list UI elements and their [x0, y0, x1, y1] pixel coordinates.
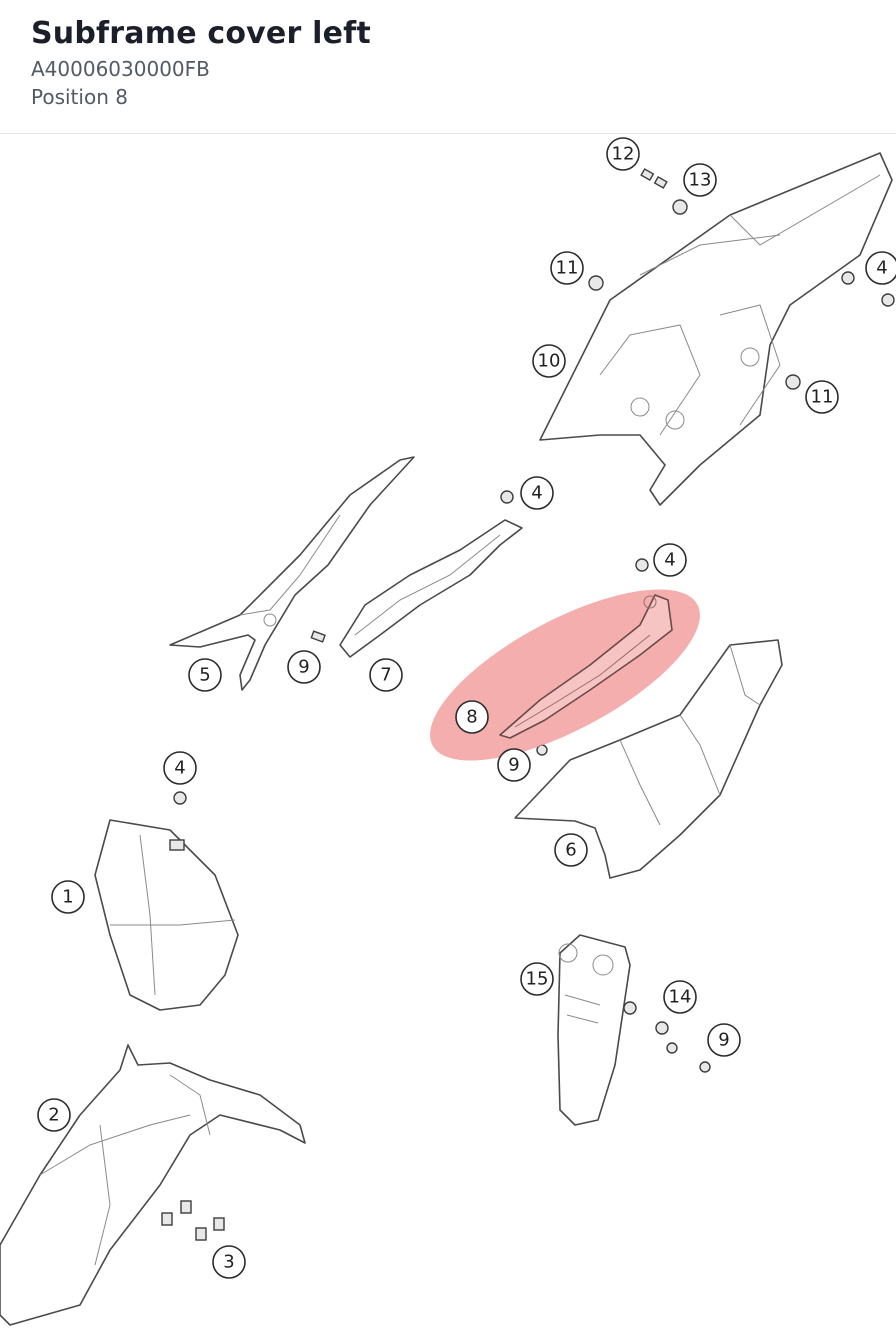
svg-text:3: 3	[223, 1252, 234, 1273]
rear-hardware	[173, 168, 895, 805]
callout-6[interactable]: 6	[554, 833, 588, 867]
svg-text:9: 9	[298, 657, 309, 678]
part-position: Position 8	[31, 85, 128, 109]
callout-12[interactable]: 12	[606, 137, 640, 171]
callout-11[interactable]: 11	[805, 380, 839, 414]
callout-1[interactable]: 1	[51, 880, 85, 914]
front-fender-screws	[161, 1200, 225, 1241]
svg-text:4: 4	[174, 758, 185, 779]
airbox-cover-right-part[interactable]	[169, 456, 415, 691]
svg-text:1: 1	[62, 887, 73, 908]
callout-9[interactable]: 9	[287, 650, 321, 684]
svg-text:6: 6	[565, 840, 576, 861]
svg-text:9: 9	[508, 755, 519, 776]
exploded-parts-diagram[interactable]: 12 13 11 4 10 11 4 4 5 9 7 8 9 6 4 1 15 …	[0, 135, 896, 1335]
callout-9[interactable]: 9	[497, 748, 531, 782]
callout-2[interactable]: 2	[37, 1098, 71, 1132]
callout-11[interactable]: 11	[550, 251, 584, 285]
callout-7[interactable]: 7	[369, 658, 403, 692]
callout-13[interactable]: 13	[683, 163, 717, 197]
subframe-cover-right-part[interactable]	[339, 519, 523, 658]
svg-text:4: 4	[531, 483, 542, 504]
svg-text:2: 2	[48, 1105, 59, 1126]
svg-text:14: 14	[669, 987, 692, 1008]
callout-3[interactable]: 3	[212, 1245, 246, 1279]
rear-fender-part[interactable]	[539, 152, 893, 506]
svg-text:15: 15	[526, 969, 549, 990]
svg-text:10: 10	[538, 351, 561, 372]
svg-text:4: 4	[664, 550, 675, 571]
subframe-cover-left-part[interactable]	[499, 594, 673, 739]
svg-text:7: 7	[380, 665, 391, 686]
airbox-cover-left-part[interactable]	[514, 639, 783, 879]
svg-text:5: 5	[199, 665, 210, 686]
svg-text:8: 8	[466, 707, 477, 728]
front-fender-part[interactable]	[0, 1044, 306, 1326]
part-title: Subframe cover left	[31, 16, 371, 51]
svg-text:13: 13	[689, 170, 712, 191]
callout-15[interactable]: 15	[520, 962, 554, 996]
svg-text:11: 11	[811, 387, 834, 408]
svg-text:11: 11	[556, 258, 579, 279]
svg-text:9: 9	[718, 1030, 729, 1051]
svg-text:12: 12	[612, 144, 635, 165]
callout-4[interactable]: 4	[520, 476, 554, 510]
fork-protector-part[interactable]	[557, 934, 711, 1126]
callout-8[interactable]: 8	[455, 700, 489, 734]
callout-14[interactable]: 14	[663, 980, 697, 1014]
headlight-mask-part[interactable]	[94, 819, 239, 1011]
callout-9[interactable]: 9	[707, 1023, 741, 1057]
part-number: A40006030000FB	[31, 57, 210, 81]
svg-text:4: 4	[876, 258, 887, 279]
callout-4[interactable]: 4	[865, 251, 896, 285]
callout-4[interactable]: 4	[653, 543, 687, 577]
part-header: Subframe cover left A40006030000FB Posit…	[0, 0, 896, 134]
callout-10[interactable]: 10	[532, 344, 566, 378]
callout-5[interactable]: 5	[188, 658, 222, 692]
callout-4[interactable]: 4	[163, 751, 197, 785]
